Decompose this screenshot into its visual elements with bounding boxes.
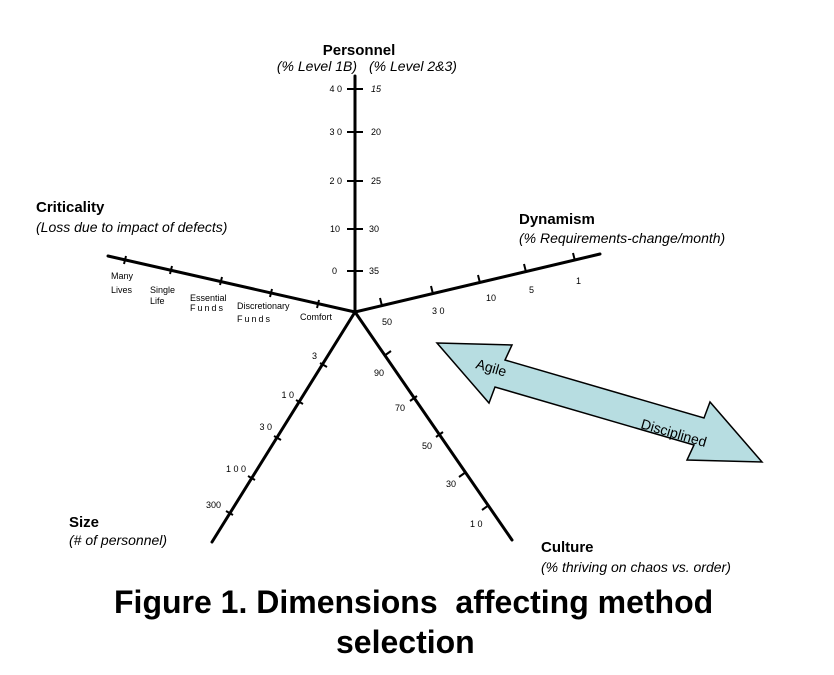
criticality-ticks [123, 255, 320, 309]
dynamism-tick [477, 274, 481, 284]
criticality-tick-label: Essential Funds [190, 293, 229, 313]
dynamism-title: Dynamism [519, 211, 595, 228]
size-tick [273, 435, 282, 441]
size-tick-label: 300 [206, 500, 221, 510]
criticality-tick-label-line: Discretionary [237, 301, 290, 311]
culture-ticks [383, 350, 490, 511]
criticality-tick-label: Single Life [150, 285, 178, 306]
personnel-tick-label-right: 15 [371, 84, 382, 94]
dynamism-tick-label: 3 0 [432, 306, 445, 316]
size-tick [319, 362, 328, 368]
criticality-tick [123, 255, 127, 265]
personnel-tick-label-left: 0 [332, 266, 337, 276]
size-subtitle: (# of personnel) [69, 532, 167, 548]
personnel-subtitle-left: (% Level 1B) [277, 58, 357, 74]
size-tick-label: 3 [312, 351, 317, 361]
personnel-ticks [347, 88, 363, 272]
personnel-tick-label-left: 2 0 [329, 176, 342, 186]
criticality-tick-label-line: Funds [237, 314, 272, 324]
culture-tick-label: 70 [395, 403, 405, 413]
culture-title: Culture [541, 539, 594, 556]
criticality-tick-label-line: Many [111, 271, 134, 281]
criticality-tick-label: Many Lives [111, 271, 136, 295]
personnel-tick-label-right: 30 [369, 224, 379, 234]
criticality-tick-label: Comfort [300, 312, 333, 322]
personnel-tick-label-left: 10 [330, 224, 340, 234]
size-ticks [225, 362, 328, 516]
personnel-tick-label-left: 3 0 [329, 127, 342, 137]
size-tick-label: 3 0 [259, 422, 272, 432]
criticality-tick-label-line: Single [150, 285, 175, 295]
personnel-tick-label-right: 35 [369, 266, 379, 276]
dynamism-tick [379, 297, 383, 307]
criticality-tick [269, 288, 273, 298]
size-tick [225, 510, 234, 516]
dynamism-axis [353, 252, 602, 314]
criticality-tick-label-line: Funds [190, 303, 225, 313]
dynamism-tick-label: 1 [576, 276, 581, 286]
size-tick-label: 1 0 0 [226, 464, 246, 474]
culture-tick-label: 1 0 [470, 519, 483, 529]
culture-tick-label: 90 [374, 368, 384, 378]
dynamism-tick-label: 50 [382, 317, 392, 327]
criticality-tick-label: Discretionary Funds [237, 301, 292, 324]
dynamism-subtitle: (% Requirements-change/month) [519, 230, 725, 246]
culture-axis [353, 310, 514, 542]
size-title: Size [69, 514, 99, 531]
agile-disciplined-arrow: Agile Disciplined [435, 342, 764, 463]
personnel-tick-label-right: 25 [371, 176, 381, 186]
size-axis [210, 310, 357, 544]
personnel-tick-label-left: 4 0 [329, 84, 342, 94]
dynamism-tick [572, 252, 576, 262]
culture-tick [481, 504, 490, 511]
criticality-tick [316, 299, 320, 309]
culture-tick [383, 350, 392, 357]
dynamism-tick-label: 10 [486, 293, 496, 303]
culture-tick-label: 50 [422, 441, 432, 451]
figure-caption-line-2: selection [336, 624, 475, 660]
size-tick [295, 399, 304, 405]
culture-tick-label: 30 [446, 479, 456, 489]
dynamism-ticks [379, 252, 576, 307]
dynamism-tick-label: 5 [529, 285, 534, 295]
dynamism-tick [523, 263, 527, 273]
double-arrow-icon [435, 342, 764, 463]
personnel-title: Personnel [323, 42, 396, 59]
criticality-tick [169, 265, 173, 275]
criticality-tick-label-line: Essential [190, 293, 227, 303]
culture-subtitle: (% thriving on chaos vs. order) [541, 559, 731, 575]
criticality-title: Criticality [36, 199, 105, 216]
criticality-tick-label-line: Comfort [300, 312, 333, 322]
figure-caption-line-1: Figure 1. Dimensions affecting method [114, 584, 713, 620]
criticality-tick [219, 276, 223, 286]
criticality-subtitle: (Loss due to impact of defects) [36, 219, 227, 235]
culture-tick [409, 395, 418, 402]
size-tick-label: 1 0 [281, 390, 294, 400]
personnel-tick-label-right: 20 [371, 127, 381, 137]
culture-tick [458, 471, 467, 478]
size-tick [247, 475, 256, 481]
culture-tick [435, 431, 444, 438]
criticality-tick-label-line: Life [150, 296, 165, 306]
criticality-axis [106, 254, 357, 314]
personnel-subtitle-right: (% Level 2&3) [369, 58, 457, 74]
criticality-tick-label-line: Lives [111, 285, 133, 295]
dynamism-tick [430, 285, 434, 295]
